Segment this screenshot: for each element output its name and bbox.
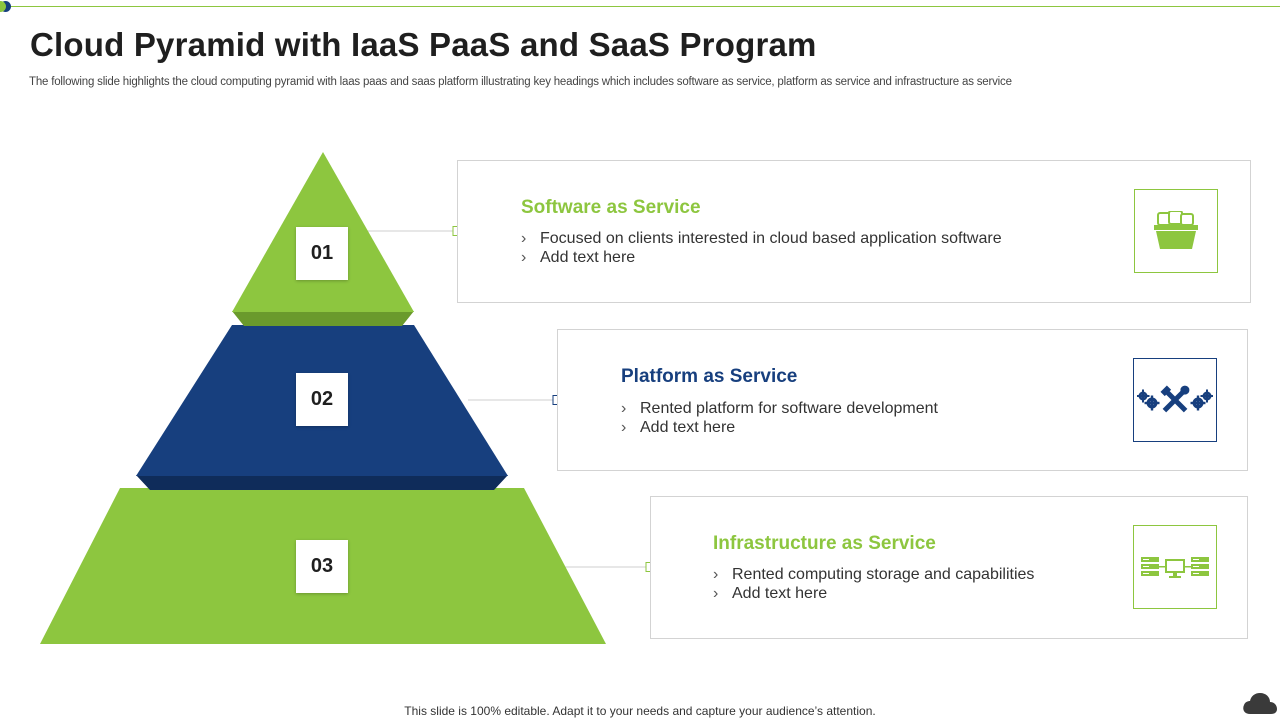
card-paas: Platform as Service › Rented platform for… — [557, 329, 1248, 471]
tools-gears-icon — [1137, 385, 1213, 413]
card-saas: Software as Service › Focused on clients … — [457, 160, 1251, 303]
bullet-chevron: › — [621, 419, 627, 436]
bullet-list: › Rented platform for software developmen… — [621, 399, 938, 437]
basket-icon — [1154, 211, 1198, 249]
bullet-text: Focused on clients interested in cloud b… — [540, 230, 1002, 247]
level-number-01: 01 — [296, 227, 348, 280]
bullet-text: Rented platform for software development — [640, 400, 938, 417]
bullet-chevron: › — [521, 230, 527, 247]
bullet-item: › Add text here — [621, 418, 938, 437]
bullet-item: › Rented platform for software developmen… — [621, 399, 938, 418]
corner-dot-green — [0, 1, 6, 12]
page-subtitle: The following slide highlights the cloud… — [29, 76, 1012, 88]
card-title: Software as Service — [521, 197, 701, 218]
bullet-text: Add text here — [640, 419, 736, 436]
icon-frame — [1134, 189, 1218, 273]
card-title: Platform as Service — [621, 366, 798, 387]
cloud-icon — [1243, 693, 1277, 714]
network-servers-icon — [1141, 557, 1209, 578]
bullet-item: › Add text here — [713, 584, 1034, 603]
footer-note: This slide is 100% editable. Adapt it to… — [404, 704, 876, 718]
bullet-chevron: › — [621, 400, 627, 417]
bullet-text: Add text here — [732, 585, 828, 602]
level-number-03: 03 — [296, 540, 348, 593]
bullet-item: › Focused on clients interested in cloud … — [521, 229, 1002, 248]
card-title: Infrastructure as Service — [713, 533, 936, 554]
bullet-list: › Focused on clients interested in cloud … — [521, 229, 1002, 267]
bullet-chevron: › — [713, 585, 719, 602]
bullet-item: › Rented computing storage and capabiliti… — [713, 565, 1034, 584]
pyramid-level-2-edge — [136, 475, 508, 490]
icon-frame — [1133, 358, 1217, 442]
bullet-text: Rented computing storage and capabilitie… — [732, 566, 1035, 583]
pyramid-level-1-edge — [232, 311, 414, 326]
bullet-chevron: › — [713, 566, 719, 583]
bullet-list: › Rented computing storage and capabiliti… — [713, 565, 1034, 603]
card-iaas: Infrastructure as Service › Rented comput… — [650, 496, 1248, 639]
level-number-02: 02 — [296, 373, 348, 426]
bullet-text: Add text here — [540, 249, 636, 266]
bullet-chevron: › — [521, 249, 527, 266]
icon-frame — [1133, 525, 1217, 609]
page-title: Cloud Pyramid with IaaS PaaS and SaaS Pr… — [30, 26, 817, 63]
bullet-item: › Add text here — [521, 248, 1002, 267]
top-rule — [8, 6, 1280, 7]
